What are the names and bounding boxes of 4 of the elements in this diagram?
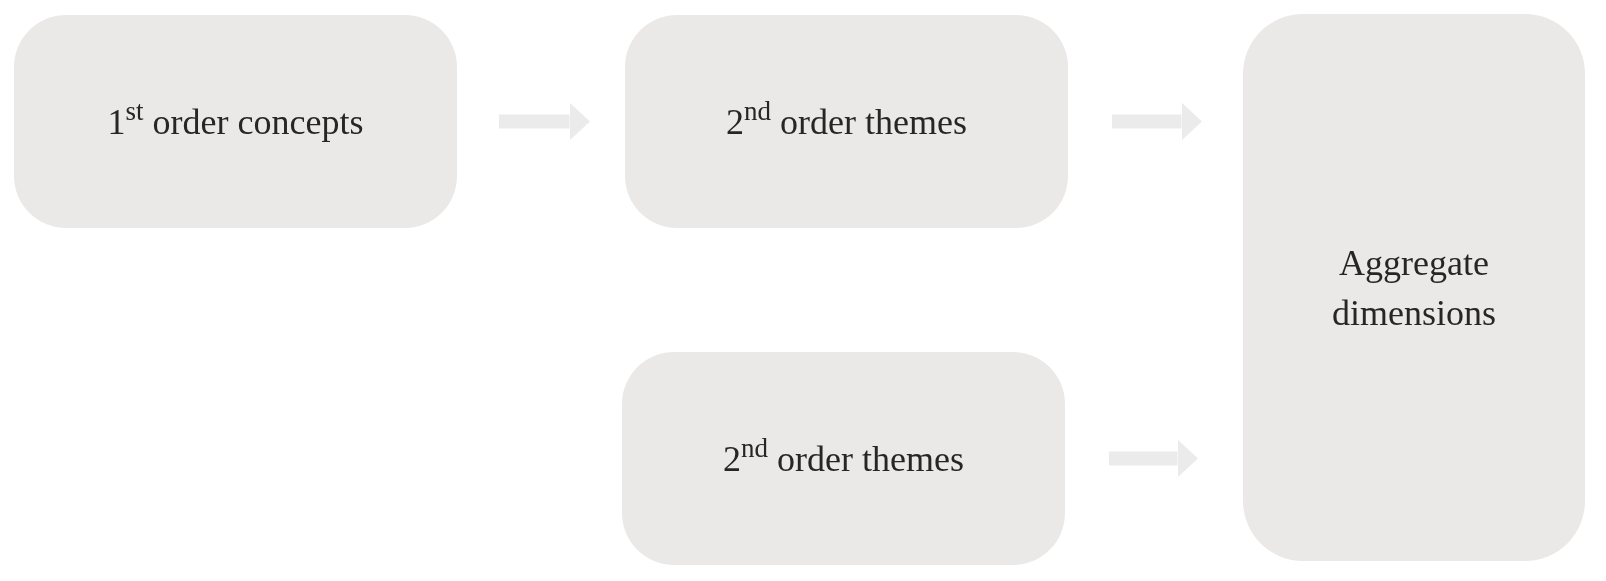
box-label: 2$^{nd}$ order themes [726, 96, 967, 144]
box-label: Aggregate dimensions [1331, 241, 1497, 335]
box-label: 1$^{st}$ order concepts [107, 96, 364, 144]
box-label: 2$^{nd}$ order themes [723, 433, 964, 481]
